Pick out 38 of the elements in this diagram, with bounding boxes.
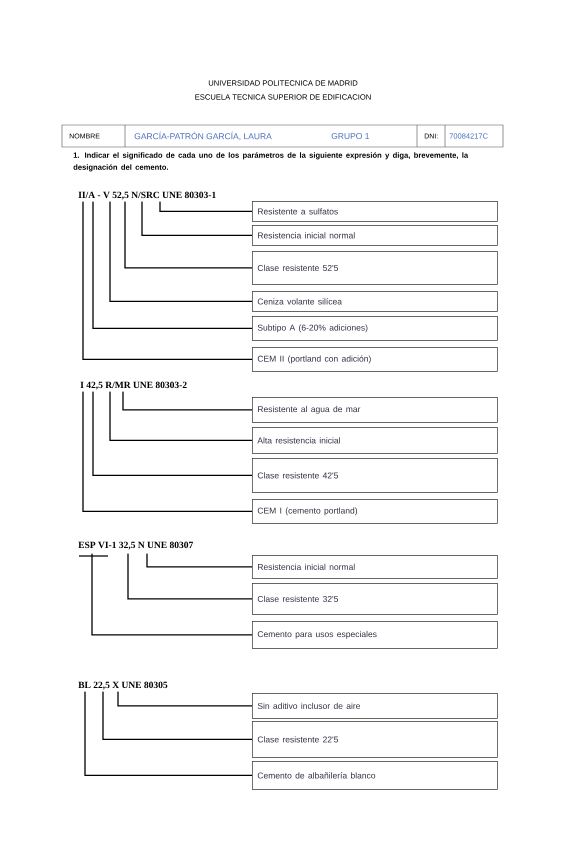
leader-line [117,692,252,706]
leader-line [124,202,252,268]
leader-line [92,392,252,476]
table-cell: GARCÍA-PATRÓN GARCÍA, LAURA [134,132,272,140]
answer-box: Ceniza volante silícea [252,291,498,312]
designation-text: ESP VI-1 32,5 N UNE 80307 [78,542,194,550]
designation-text: II/A - V 52,5 N/SRC UNE 80303-1 [78,192,216,200]
leader-line [159,202,252,212]
answer-box: Resistente al agua de mar [252,397,498,423]
designation-text: I 42,5 R/MR UNE 80303-2 [80,382,187,390]
answer-box: Resistencia inicial normal [252,555,498,579]
answer-box: Clase resistente 22'5 [252,721,498,758]
leader-line [141,202,252,236]
answer-box: Sin aditivo inclusor de aire [252,693,498,719]
answer-box: Cemento de albañilería blanco [252,761,498,790]
leader-line [92,202,252,329]
leader-line [122,392,252,410]
leader-line [109,202,252,302]
leader-line [84,692,252,776]
answer-box: Clase resistente 32'5 [252,583,498,615]
leader-line [82,392,252,512]
table-cell: GRUPO 1 [332,133,370,139]
leader-line [146,554,252,568]
answer-box: CEM I (cemento portland) [252,499,498,524]
answer-box: Subtipo A (6-20% adiciones) [252,316,498,341]
answer-box: Resistente a sulfatos [252,201,498,222]
leader-line [109,392,252,441]
designation-text: BL 22,5 X UNE 80305 [78,682,168,690]
answer-box: Clase resistente 42'5 [252,458,498,493]
answer-box: Clase resistente 52'5 [252,251,498,285]
answer-box: Cemento para usos especiales [252,621,498,649]
answer-box: CEM II (portland con adición) [252,347,498,372]
leader-line [102,692,252,740]
answer-box: Resistencia inicial normal [252,225,498,246]
answer-box: Alta resistencia inicial [252,427,498,454]
leader-line [127,554,252,600]
leader-line [82,202,252,360]
leader-line [91,554,252,636]
